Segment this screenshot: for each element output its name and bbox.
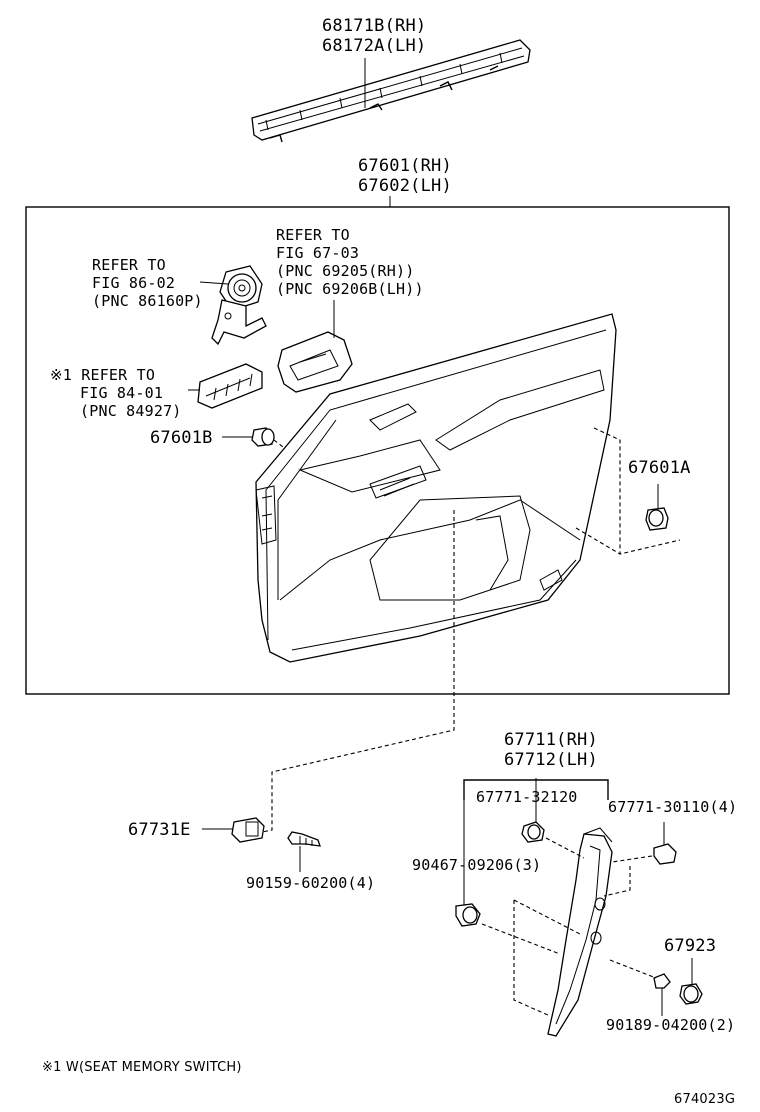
- cover-clip-label: 67771-32120: [476, 788, 578, 806]
- trim-board-frame: [25, 206, 730, 695]
- cap-label: 67923: [664, 936, 717, 956]
- ref-handle-line2: FIG 67-03: [276, 244, 360, 262]
- ref-handle-line1: REFER TO: [276, 226, 350, 244]
- clip-b-label: 67601B: [150, 428, 213, 448]
- weatherstrip-lh-label: 68172A(LH): [322, 36, 427, 56]
- courtesy-cover-lh-label: 67712(LH): [504, 750, 598, 770]
- screw-3-label: 90189-04200(2): [606, 1016, 736, 1034]
- screw-3-part: [609, 959, 671, 1016]
- weatherstrip-rh-label: 68171B(RH): [322, 16, 427, 36]
- screw-1-part: [455, 800, 581, 1017]
- clip-a-part: [575, 427, 681, 555]
- screw-1-label: 90467-09206(3): [412, 856, 542, 874]
- cover-clip-2-part: [603, 822, 677, 897]
- cover-clip-2-label: 67771-30110(4): [608, 798, 738, 816]
- ref-speaker-line1: REFER TO: [92, 256, 166, 274]
- ref-handle-line3: (PNC 69205(RH)): [276, 262, 415, 280]
- clip-a-label: 67601A: [628, 458, 691, 478]
- ref-switch-line1: ※1 REFER TO: [50, 366, 156, 384]
- weatherstrip-part: [251, 39, 531, 143]
- figure-id: 674023G: [674, 1092, 736, 1107]
- clip-e-label: 67731E: [128, 820, 191, 840]
- ref-switch-line3: (PNC 84927): [80, 402, 182, 420]
- ref-speaker-line2: FIG 86-02: [92, 274, 176, 292]
- courtesy-cover-part: [535, 782, 613, 1037]
- door-trim-board-part: [255, 313, 617, 663]
- switch-part: [188, 363, 263, 409]
- footnote: ※1 W(SEAT MEMORY SWITCH): [42, 1060, 242, 1075]
- inside-handle-part: [277, 300, 353, 393]
- speaker-part: [199, 265, 267, 346]
- door-trim-lh-label: 67602(LH): [358, 176, 452, 196]
- cover-clip-part: [521, 821, 585, 859]
- screw-2-label: 90159-60200(4): [246, 874, 376, 892]
- courtesy-cover-rh-label: 67711(RH): [504, 730, 598, 750]
- clip-e-part: [202, 817, 265, 843]
- door-trim-rh-label: 67601(RH): [358, 156, 452, 176]
- ref-handle-line4: (PNC 69206B(LH)): [276, 280, 424, 298]
- ref-switch-line2: FIG 84-01: [80, 384, 164, 402]
- ref-speaker-line3: (PNC 86160P): [92, 292, 203, 310]
- screw-2-part: [287, 831, 321, 872]
- cap-part: [679, 958, 703, 1005]
